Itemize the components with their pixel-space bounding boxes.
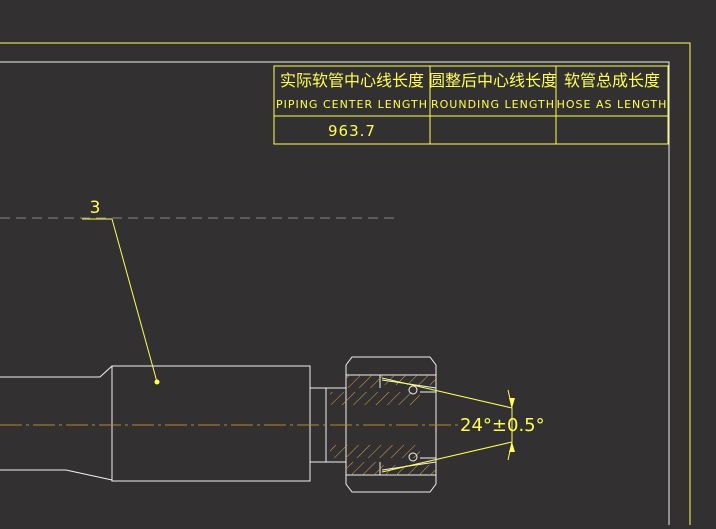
angle-dimension — [381, 377, 515, 473]
title-col1-en: PIPING CENTER LENGTH — [276, 98, 428, 111]
title-col2-en: ROUNDING LENGTH — [431, 98, 555, 111]
hose-body — [0, 365, 113, 481]
part-number-label: 3 — [90, 198, 101, 218]
title-block: 实际软管中心线长度 PIPING CENTER LENGTH 圆整后中心线长度 … — [273, 65, 669, 145]
title-col1-value: 963.7 — [328, 122, 376, 140]
part-callout — [82, 218, 160, 385]
title-col1-cn: 实际软管中心线长度 — [280, 71, 424, 90]
drawing-border — [0, 42, 691, 525]
ferrule-sleeve — [111, 365, 311, 482]
title-col2-cn: 圆整后中心线长度 — [429, 71, 557, 90]
angle-dimension-text: 24°±0.5° — [460, 415, 545, 436]
title-col3-cn: 软管总成长度 — [564, 71, 660, 90]
title-col3-en: HOSE AS LENGTH — [557, 98, 668, 111]
connector-neck — [310, 387, 346, 463]
